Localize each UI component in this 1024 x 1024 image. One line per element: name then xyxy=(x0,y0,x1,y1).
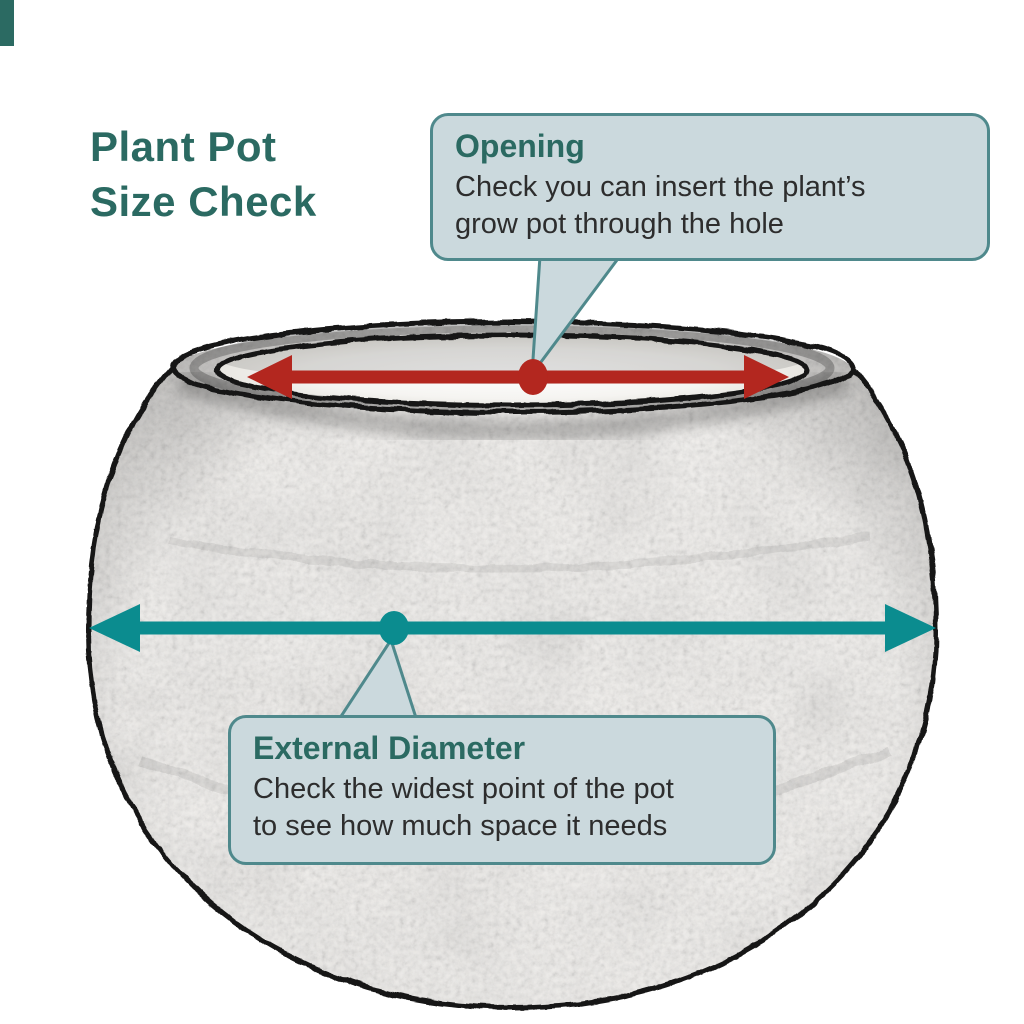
callout-opening: Opening Check you can insert the plant’s… xyxy=(430,113,990,261)
opening-center-dot xyxy=(518,359,548,395)
opening-measure-arrow xyxy=(247,355,789,399)
callout-external-body-line-1: Check the widest point of the pot xyxy=(253,773,674,805)
pot-illustration xyxy=(85,319,939,1011)
corner-mark xyxy=(0,0,14,46)
callout-opening-body: Check you can insert the plant’s grow po… xyxy=(455,169,965,242)
title-line-1: Plant Pot xyxy=(90,123,277,170)
pot-rim-outer-edge xyxy=(169,319,855,415)
callout-external-diameter: External Diameter Check the widest point… xyxy=(228,715,776,865)
callout-external-diameter-body: Check the widest point of the pot to see… xyxy=(253,771,751,844)
callout-opening-body-line-1: Check you can insert the plant’s xyxy=(455,171,866,203)
callout-opening-body-line-2: grow pot through the hole xyxy=(455,207,784,240)
arrow-head-left-icon xyxy=(89,604,140,652)
arrow-head-right-icon xyxy=(885,604,936,652)
external-diameter-measure-arrow xyxy=(89,604,936,652)
title-line-2: Size Check xyxy=(90,177,317,225)
arrow-head-right-icon xyxy=(744,355,789,399)
callout-opening-title: Opening xyxy=(455,128,585,164)
arrow-head-left-icon xyxy=(247,355,292,399)
callout-external-body-line-2: to see how much space it needs xyxy=(253,809,668,842)
diameter-center-dot xyxy=(379,611,409,645)
pot-opening-hole xyxy=(217,335,807,405)
pot-rim-inner-edge xyxy=(214,332,810,408)
page-title: Plant Pot Size Check xyxy=(90,120,317,229)
callout-external-diameter-title: External Diameter xyxy=(253,730,526,766)
